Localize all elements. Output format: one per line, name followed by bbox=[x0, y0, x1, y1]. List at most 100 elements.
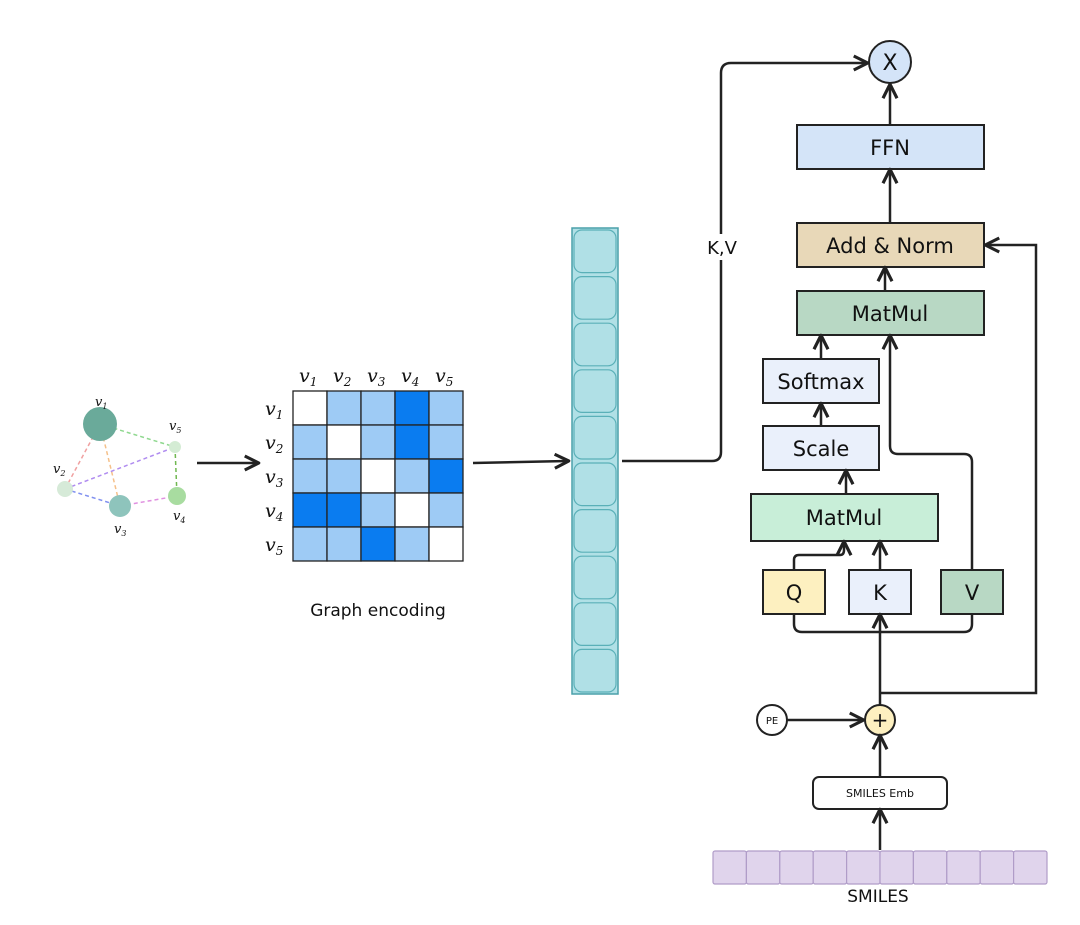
matrix-cell bbox=[326, 526, 362, 562]
matrix-row-label: v3 bbox=[265, 466, 284, 490]
softmax-block bbox=[762, 358, 880, 404]
q-block bbox=[762, 569, 826, 615]
matrix-cell bbox=[326, 424, 362, 460]
arrow-v-to-matmul-top bbox=[881, 333, 974, 570]
kv-label-bg bbox=[702, 234, 742, 260]
smiles-token bbox=[745, 850, 781, 885]
smiles-token bbox=[912, 850, 948, 885]
graph-edge bbox=[64, 446, 176, 490]
graph-label-v5: v5 bbox=[169, 419, 181, 435]
matrix-cell bbox=[360, 424, 396, 460]
matmul-bottom-label: MatMul bbox=[806, 506, 882, 530]
embedding-cell bbox=[573, 602, 617, 646]
matmul-top-label: MatMul bbox=[852, 302, 928, 326]
scale-label: Scale bbox=[793, 437, 850, 461]
graph-label-v3: v3 bbox=[114, 522, 126, 538]
molecule-graph: v1 v2 v3 v4 v5 bbox=[53, 395, 186, 538]
softmax-label: Softmax bbox=[777, 370, 864, 394]
matrix-col-label: v3 bbox=[367, 365, 386, 389]
smiles-token bbox=[845, 850, 881, 885]
arrow-matrix-to-embedding bbox=[472, 452, 571, 470]
adjacency-matrix bbox=[292, 390, 464, 562]
embedding-cell bbox=[573, 648, 617, 693]
matrix-cell bbox=[428, 424, 464, 460]
graph-edge bbox=[99, 423, 176, 448]
matrix-cell bbox=[394, 424, 430, 460]
embedding-cell bbox=[573, 415, 617, 460]
matrix-cell bbox=[292, 424, 328, 460]
matrix-cell bbox=[394, 492, 430, 528]
matrix-col-label: v4 bbox=[401, 365, 419, 389]
matrix-cell bbox=[360, 458, 396, 494]
matrix-col-label: v1 bbox=[299, 365, 317, 389]
graph-encoding-caption: Graph encoding bbox=[310, 601, 446, 621]
smiles-token bbox=[979, 850, 1015, 885]
smiles-token bbox=[779, 850, 814, 885]
matrix-cell bbox=[428, 458, 464, 494]
embedding-cell bbox=[573, 369, 617, 413]
matrix-cell bbox=[292, 458, 328, 494]
k-block bbox=[848, 569, 912, 615]
smiles-emb-label: SMILES Emb bbox=[846, 787, 914, 800]
smiles-token bbox=[1012, 850, 1048, 885]
arrow-kv-to-output bbox=[622, 54, 870, 463]
matrix-row-label: v4 bbox=[265, 500, 283, 524]
matrix-cell bbox=[428, 526, 464, 562]
smiles-token bbox=[946, 850, 981, 885]
graph-edge bbox=[174, 446, 178, 497]
matrix-cell bbox=[326, 458, 362, 494]
embedding-cell bbox=[573, 322, 617, 367]
graph-node-v2 bbox=[57, 481, 73, 497]
matrix-cell bbox=[326, 390, 362, 426]
graph-label-v4: v4 bbox=[173, 509, 185, 525]
embedding-cell bbox=[573, 229, 617, 274]
matmul-top-block bbox=[796, 290, 985, 336]
matrix-col-label: v5 bbox=[435, 365, 453, 389]
graph-edge bbox=[64, 488, 121, 507]
embedding-cell bbox=[573, 462, 617, 507]
matrix-cell bbox=[360, 492, 396, 528]
matrix-cell bbox=[360, 390, 396, 426]
k-label: K bbox=[873, 581, 888, 605]
graph-label-v1: v1 bbox=[95, 395, 107, 411]
v-label: V bbox=[965, 581, 980, 605]
smiles-token bbox=[712, 850, 748, 885]
matrix-cell bbox=[360, 526, 396, 562]
add-norm-label: Add & Norm bbox=[826, 234, 954, 258]
graph-edge bbox=[64, 423, 101, 490]
matrix-cell bbox=[292, 492, 328, 528]
smiles-token bbox=[879, 850, 915, 885]
matrix-cell bbox=[394, 458, 430, 494]
matrix-row-label: v2 bbox=[265, 432, 283, 456]
embedding-cell bbox=[573, 509, 617, 553]
output-x-label: X bbox=[882, 51, 897, 76]
smiles-label: SMILES bbox=[847, 887, 908, 907]
matrix-row-labels: v1 v2 v3 v4 v5 bbox=[265, 398, 284, 558]
matrix-column-labels: v1 v2 v3 v4 v5 bbox=[299, 365, 453, 389]
embedding-cell bbox=[573, 555, 617, 600]
q-label: Q bbox=[786, 581, 803, 605]
embedding-cell bbox=[573, 276, 617, 320]
matrix-cell bbox=[292, 526, 328, 562]
add-norm-block bbox=[796, 222, 985, 268]
matrix-cell bbox=[292, 390, 328, 426]
qkv-split-bracket bbox=[792, 614, 974, 634]
ffn-block bbox=[796, 124, 985, 170]
matrix-cell bbox=[326, 492, 362, 528]
matrix-cell bbox=[428, 390, 464, 426]
matrix-cell bbox=[428, 492, 464, 528]
matrix-col-label: v2 bbox=[333, 365, 351, 389]
smiles-token-row bbox=[712, 850, 1048, 885]
matrix-cell bbox=[394, 526, 430, 562]
graph-label-v2: v2 bbox=[53, 462, 65, 478]
matrix-row-label: v1 bbox=[265, 398, 283, 422]
pe-label: PE bbox=[766, 716, 778, 727]
matrix-row-label: v5 bbox=[265, 534, 283, 558]
graph-node-v1 bbox=[83, 407, 117, 441]
plus-label: + bbox=[872, 708, 889, 732]
arrow-q-to-matmul bbox=[792, 539, 853, 570]
embedding-cells bbox=[573, 229, 617, 693]
graph-node-v5 bbox=[169, 441, 181, 453]
graph-node-v3 bbox=[109, 495, 131, 517]
